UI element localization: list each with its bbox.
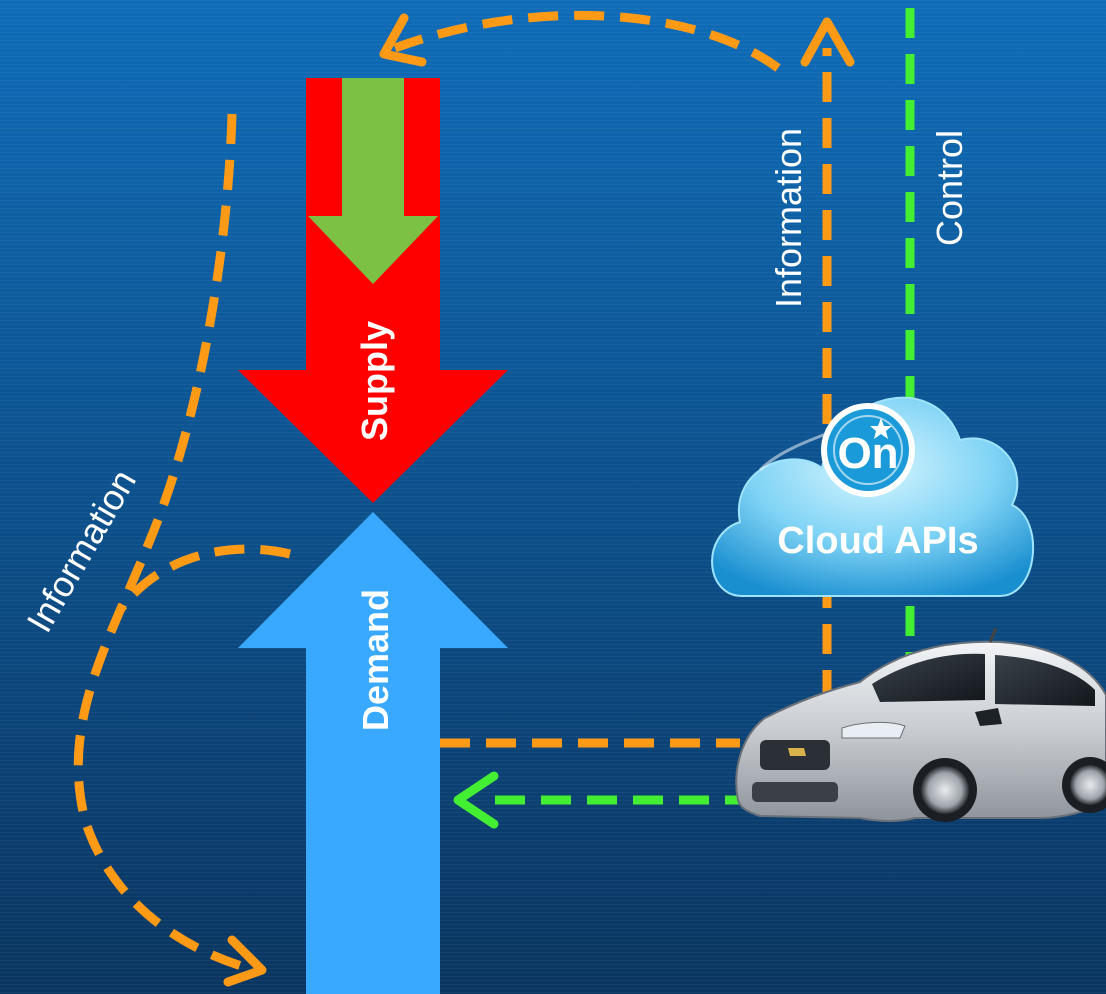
car-icon: [735, 627, 1106, 822]
control-label: Control: [929, 130, 970, 246]
cloud-label: Cloud APIs: [777, 520, 978, 562]
supply-label: Supply: [354, 321, 395, 441]
cloud-logo-text: On: [837, 429, 898, 478]
control-arrowhead: [453, 771, 499, 829]
supply-arrow: [238, 78, 508, 503]
info-left-flow: [73, 113, 292, 975]
info-right-label: Information: [768, 128, 809, 308]
demand-label: Demand: [355, 589, 396, 731]
onstar-logo-icon: [821, 403, 915, 497]
info-left-arrowhead: [223, 935, 267, 987]
info-top-arrowhead: [379, 13, 427, 67]
info-right-arrowhead: [800, 17, 855, 67]
info-top-curve: [393, 10, 781, 72]
demand-arrow: [238, 512, 508, 994]
